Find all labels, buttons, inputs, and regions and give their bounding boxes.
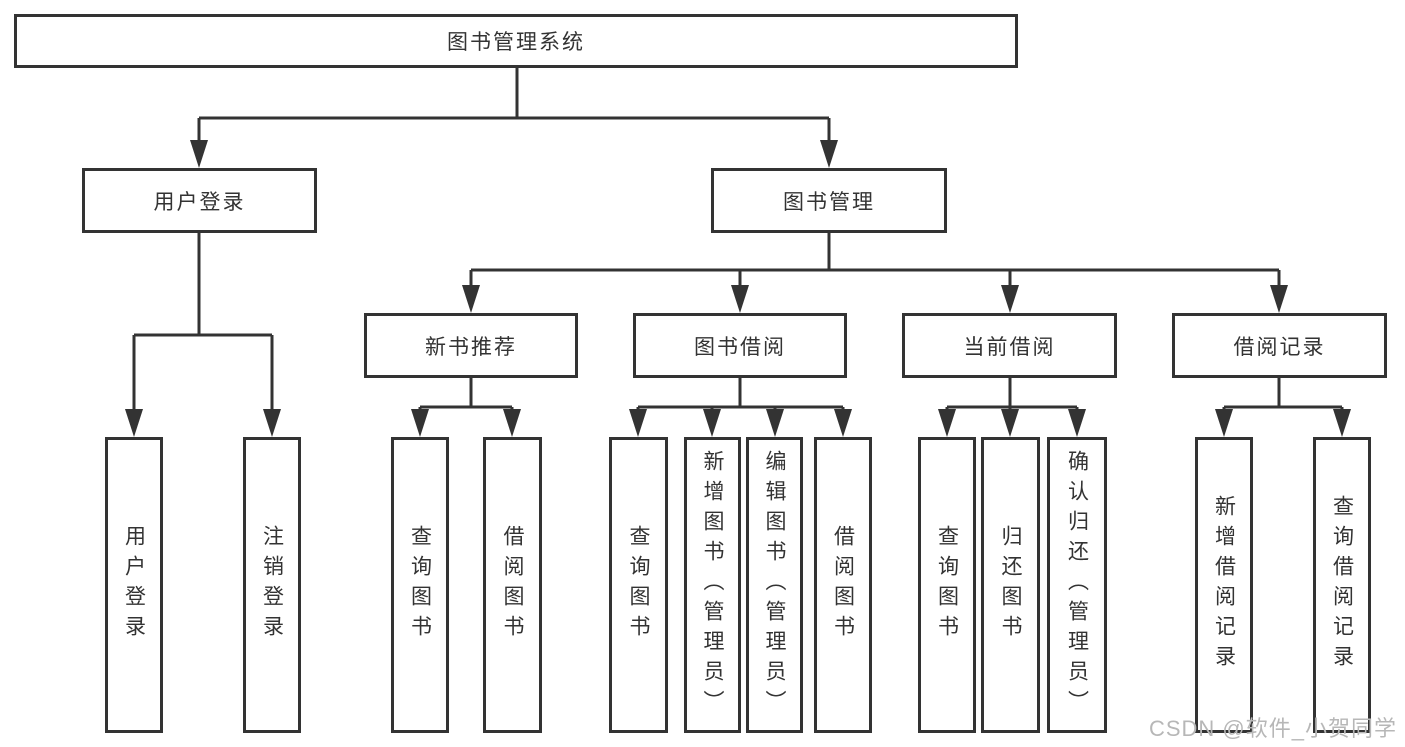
- arrowheads-userlogin-leaves: [125, 409, 281, 437]
- leaf-edit-books-admin: 编辑图书（管理员）: [746, 437, 803, 733]
- connector-bookmgmt-to-level2: [469, 233, 1281, 287]
- node-book-borrow: 图书借阅: [633, 313, 847, 378]
- node-label: 查询图书: [627, 525, 650, 645]
- arrowheads-level1: [190, 140, 838, 168]
- leaf-borrow-books-recommend: 借阅图书: [483, 437, 542, 733]
- arrowheads-leaves: [411, 409, 1351, 437]
- node-label: 图书管理: [783, 190, 875, 214]
- node-label: 编辑图书（管理员）: [763, 450, 786, 720]
- node-book-management-system: 图书管理系统: [14, 14, 1018, 68]
- leaf-borrow-books: 借阅图书: [814, 437, 872, 733]
- node-label: 查询图书: [408, 525, 432, 645]
- node-label: 图书管理系统: [447, 31, 585, 54]
- node-label: 图书借阅: [694, 335, 786, 359]
- node-label: 用户登录: [153, 190, 246, 214]
- connector-root-to-level1: [197, 68, 831, 145]
- leaf-query-borrow-record: 查询借阅记录: [1313, 437, 1371, 733]
- node-label: 借阅记录: [1233, 335, 1326, 359]
- node-label: 新增图书（管理员）: [701, 450, 724, 720]
- leaf-add-borrow-record: 新增借阅记录: [1195, 437, 1253, 733]
- node-label: 归还图书: [999, 525, 1022, 645]
- leaf-query-books-recommend: 查询图书: [391, 437, 449, 733]
- node-label: 借阅图书: [501, 525, 524, 645]
- leaf-add-books-admin: 新增图书（管理员）: [684, 437, 741, 733]
- leaf-logout: 注销登录: [243, 437, 301, 733]
- watermark-text: CSDN @软件_小贺同学: [1148, 716, 1397, 741]
- connector-level2-to-leaves: [418, 378, 1344, 412]
- arrowheads-level2: [462, 285, 1288, 313]
- node-label: 新书推荐: [425, 335, 517, 359]
- leaf-query-books-current: 查询图书: [918, 437, 976, 733]
- node-user-login: 用户登录: [82, 168, 317, 233]
- node-borrow-records: 借阅记录: [1172, 313, 1387, 378]
- node-label: 借阅图书: [831, 525, 855, 645]
- node-label: 新增借阅记录: [1212, 495, 1236, 675]
- connector-userlogin-to-leaves: [132, 233, 274, 412]
- node-book-management: 图书管理: [711, 168, 947, 233]
- leaf-query-books-borrow: 查询图书: [609, 437, 668, 733]
- leaf-user-login: 用户登录: [105, 437, 163, 733]
- node-label: 注销登录: [260, 525, 284, 645]
- node-label: 查询借阅记录: [1330, 495, 1354, 675]
- node-current-borrow: 当前借阅: [902, 313, 1117, 378]
- node-new-book-recommend: 新书推荐: [364, 313, 578, 378]
- node-label: 用户登录: [122, 525, 146, 645]
- leaf-confirm-return-admin: 确认归还（管理员）: [1047, 437, 1107, 733]
- node-label: 确认归还（管理员）: [1065, 450, 1089, 720]
- leaf-return-books: 归还图书: [981, 437, 1040, 733]
- node-label: 查询图书: [935, 525, 959, 645]
- node-label: 当前借阅: [963, 335, 1056, 359]
